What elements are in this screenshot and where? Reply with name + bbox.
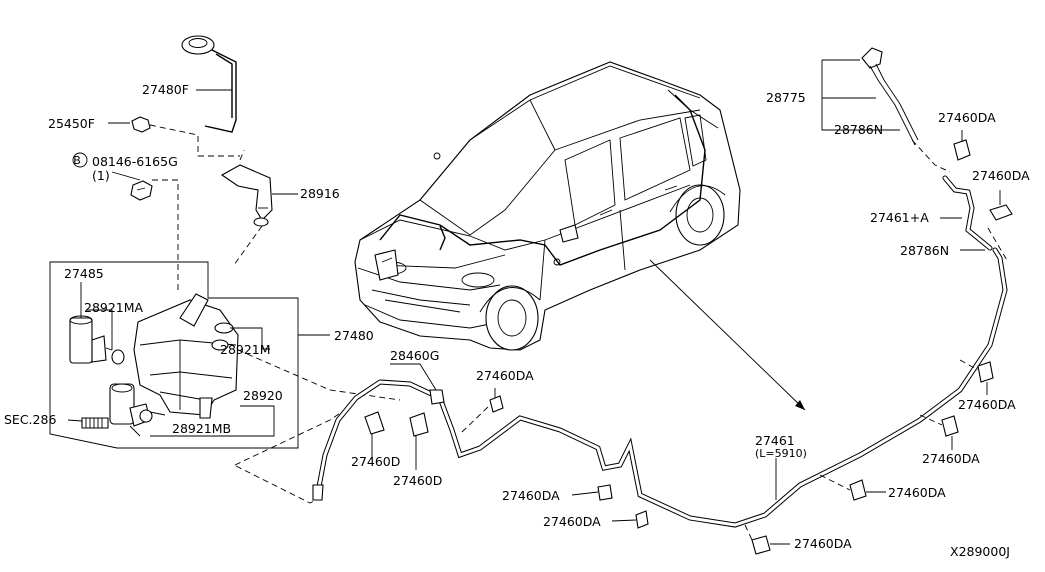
clip-27460DA-a — [489, 388, 504, 413]
label-28786N-a: 28786N — [834, 122, 883, 137]
label-28921MA: 28921MA — [84, 300, 144, 315]
rear-nozzle-group — [821, 47, 1013, 263]
label-28921M: 28921M — [220, 342, 271, 357]
clip-27460DA-c — [611, 510, 649, 529]
label-28921MB: 28921MB — [172, 421, 231, 436]
label-27460D-b: 27460D — [393, 473, 442, 488]
label-27460DA-i: 27460DA — [938, 110, 996, 125]
diagram-id: X289000J — [950, 544, 1010, 559]
clip-27460DA-e — [849, 479, 886, 501]
clip-27460D-b — [409, 412, 429, 470]
label-27480: 27480 — [334, 328, 374, 343]
label-28460G: 28460G — [390, 348, 439, 363]
label-08146-qty: (1) — [92, 168, 110, 183]
label-27460DA-f: 27460DA — [922, 451, 980, 466]
label-27460DA-c: 27460DA — [543, 514, 601, 529]
label-27461A: 27461+A — [870, 210, 929, 225]
filler-tube-27480F — [181, 35, 237, 133]
clip-27460DA-d — [751, 535, 790, 555]
arrow-car-to-hose — [649, 259, 806, 411]
bolt-08146 — [72, 152, 179, 290]
hose-elbow-28916 — [220, 149, 298, 266]
label-sec286: SEC.286 — [4, 412, 56, 427]
clip-27460DA-b — [571, 484, 613, 501]
label-27460DA-e: 27460DA — [888, 485, 946, 500]
label-28920: 28920 — [243, 388, 283, 403]
label-27460DA-d: 27460DA — [794, 536, 852, 551]
label-28775: 28775 — [766, 90, 806, 105]
label-28916: 28916 — [300, 186, 340, 201]
label-27460DA-b: 27460DA — [502, 488, 560, 503]
label-27460DA-a: 27460DA — [476, 368, 534, 383]
connector-28460G — [390, 363, 445, 405]
car-illustration — [354, 61, 741, 351]
labels: 27480F 25450F B 08146-6165G (1) 28916 27… — [4, 82, 1030, 559]
clip-27460DA-f — [941, 415, 959, 450]
label-25450F: 25450F — [48, 116, 95, 131]
label-27485: 27485 — [64, 266, 104, 281]
label-27460DA-g: 27460DA — [958, 397, 1016, 412]
clip-27460DA-g — [977, 361, 994, 395]
label-27460DA-j: 27460DA — [972, 168, 1030, 183]
washer-hose — [312, 247, 1008, 528]
label-28786N-b: 28786N — [900, 243, 949, 258]
label-27460D-a: 27460D — [351, 454, 400, 469]
screw-25450F — [108, 116, 240, 157]
label-08146-mark: B — [73, 154, 81, 167]
right-leaders — [461, 359, 979, 541]
label-08146: 08146-6165G — [92, 154, 178, 169]
label-27461: 27461 — [755, 433, 795, 448]
clip-27460D-a — [364, 411, 385, 460]
label-27461-length: (L=5910) — [755, 447, 807, 460]
tank-assembly-27480 — [49, 261, 330, 449]
label-27480F: 27480F — [142, 82, 189, 97]
